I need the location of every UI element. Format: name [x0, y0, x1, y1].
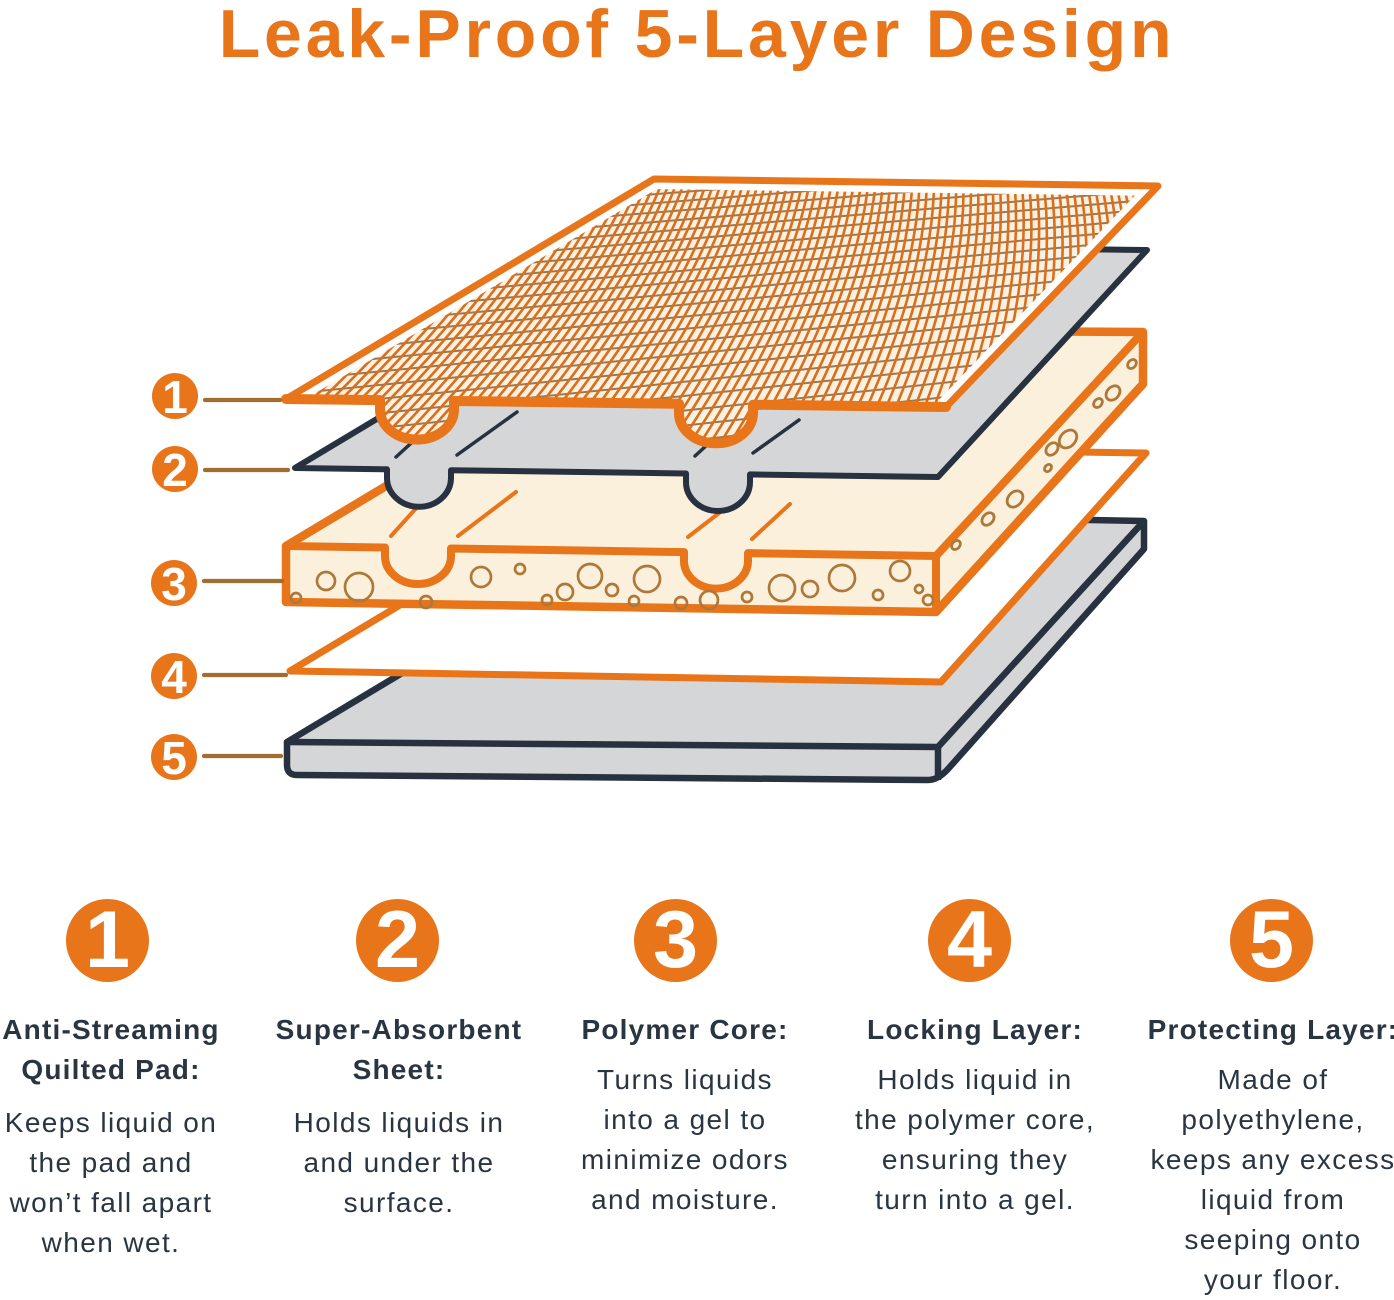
- svg-text:3: 3: [161, 558, 187, 610]
- svg-text:2: 2: [162, 444, 188, 496]
- svg-text:1: 1: [162, 371, 188, 423]
- svg-text:5: 5: [161, 732, 187, 784]
- svg-text:4: 4: [161, 651, 187, 703]
